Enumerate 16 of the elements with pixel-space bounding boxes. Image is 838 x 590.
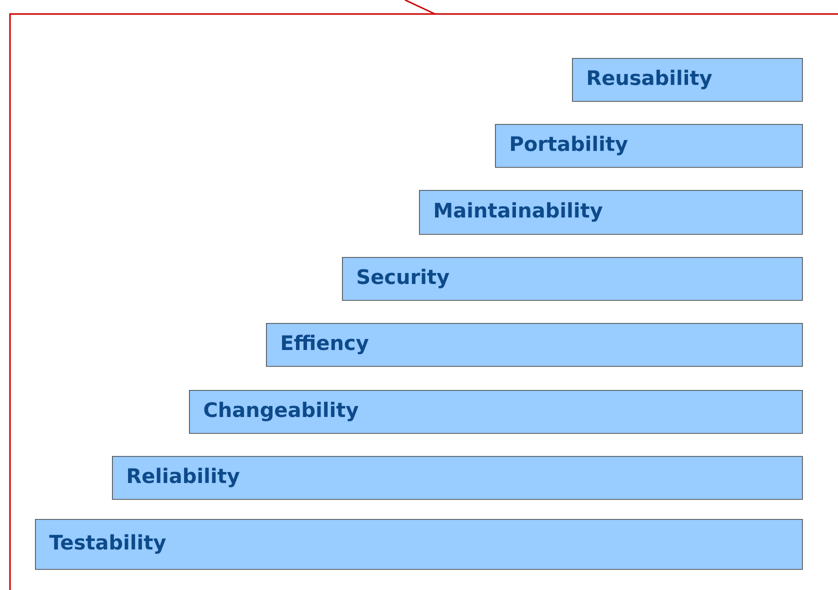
bar-label: Effiency: [282, 334, 368, 354]
bar-label: Reliability: [128, 468, 240, 488]
bar-label: Testability: [49, 534, 166, 554]
bar-label: Reusability: [588, 70, 712, 90]
bar: [35, 519, 803, 570]
bar: [189, 390, 803, 434]
bar: [419, 190, 803, 235]
bar: [342, 257, 803, 301]
bar: [572, 58, 803, 102]
bar-label: Security: [358, 268, 450, 288]
bar: [112, 456, 803, 500]
bar: [266, 323, 803, 367]
bar: [495, 124, 803, 168]
bar-label: Changeability: [204, 402, 358, 422]
bar-label: Portability: [511, 136, 628, 156]
bar-label: Maintainability: [435, 202, 602, 222]
